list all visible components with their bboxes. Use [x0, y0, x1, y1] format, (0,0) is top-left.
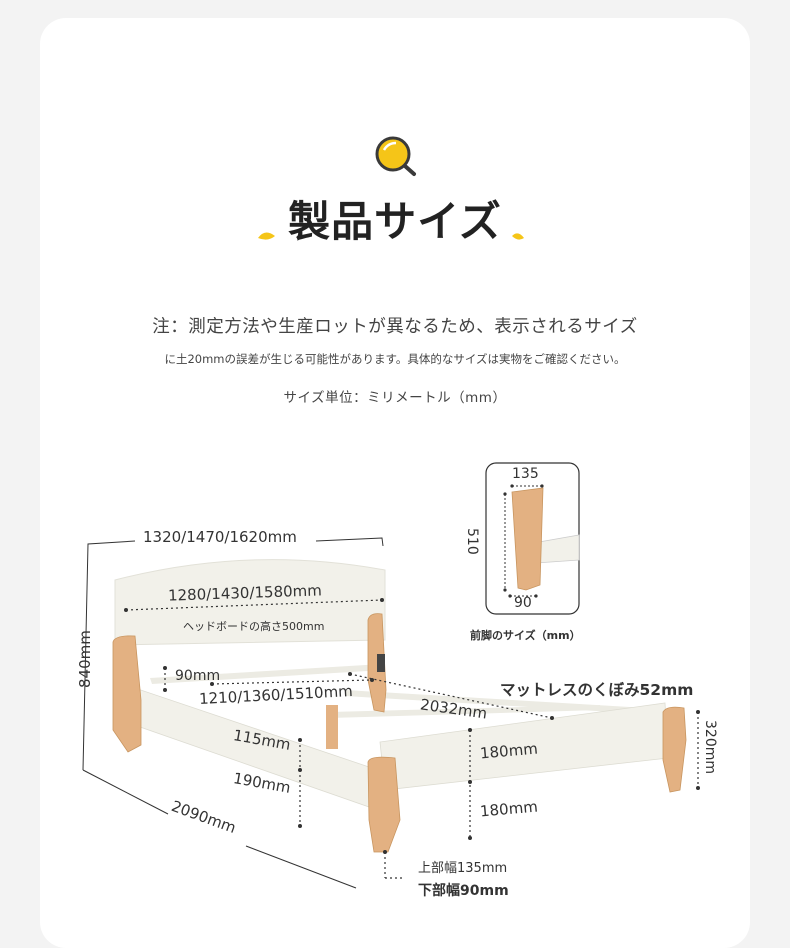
front-left-leg	[367, 756, 401, 853]
bed-diagram	[82, 462, 700, 889]
mattress-recess-label: マットレスのくぼみ52mm	[500, 681, 694, 699]
magnifier-icon	[258, 136, 524, 240]
tolerance-note: に土20mmの誤差が生じる可能性があります。具体的なサイズは実物をご確認ください…	[164, 352, 626, 366]
front-right-leg	[662, 706, 687, 793]
unit-note: サイズ単位：ミリメートル（mm）	[283, 390, 507, 406]
leg-height-label: 510	[464, 528, 480, 555]
leg-top-width-label: 135	[512, 466, 539, 482]
leg-bottom-width-note: 下部幅90mm	[418, 883, 509, 899]
footboard-height-label: 320mm	[702, 720, 718, 774]
total-height-label: 840mm	[76, 630, 94, 688]
page-title: 製品サイズ	[288, 197, 502, 246]
leg-bottom-width-label: 90	[514, 595, 532, 611]
rear-left-leg	[112, 635, 142, 753]
headboard-height-label: ヘッドボードの高さ500mm	[183, 620, 325, 633]
outer-width-label: 1320/1470/1620mm	[143, 528, 297, 546]
measurement-note: 注：測定方法や生産ロットが異なるため、表示されるサイズ	[152, 317, 638, 337]
gap-height-label: 90mm	[175, 668, 221, 684]
front-leg-caption: 前脚のサイズ（mm）	[470, 629, 581, 642]
leg-top-width-note: 上部幅135mm	[418, 861, 508, 876]
